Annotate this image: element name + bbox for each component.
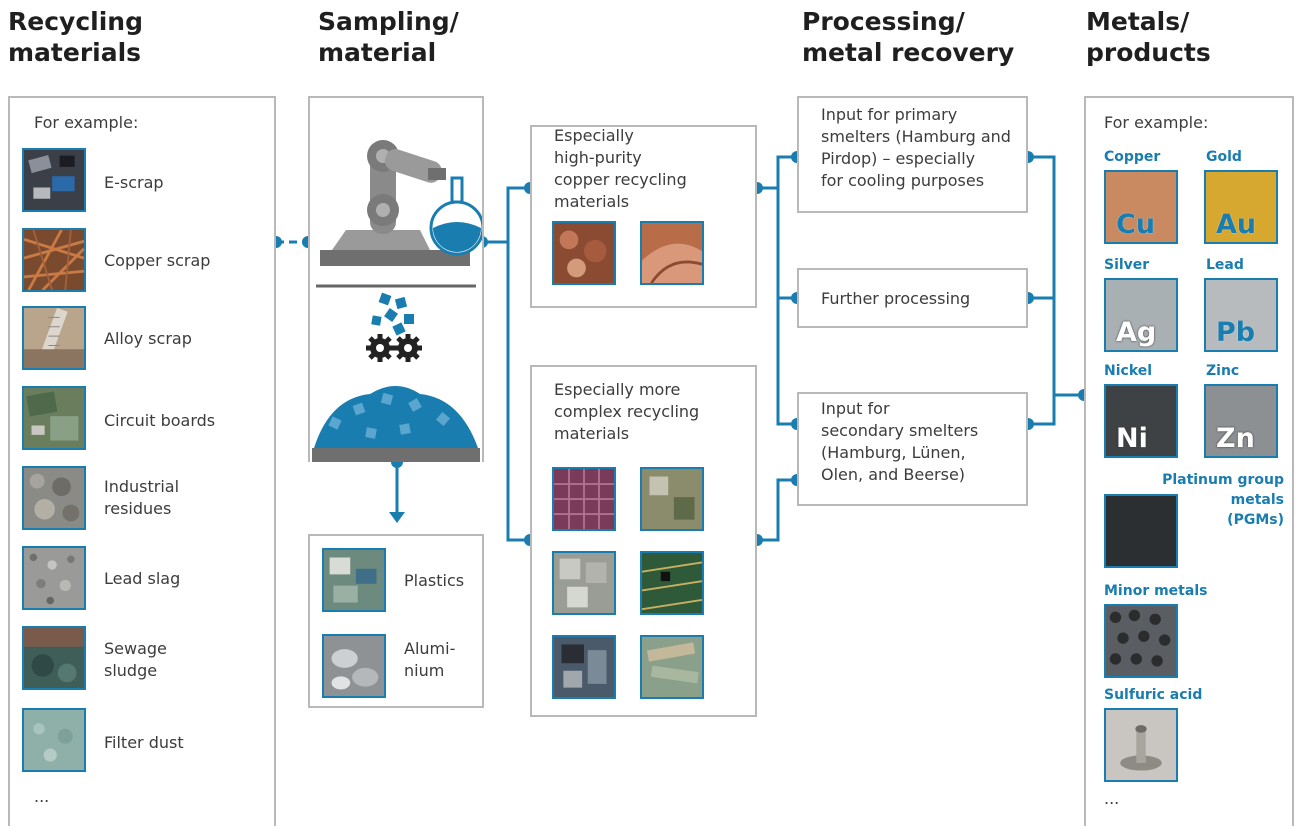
metal-minor-label: Minor metals (1104, 583, 1208, 599)
aluminium-image (322, 634, 386, 698)
header-metals: Metals/products (1086, 7, 1211, 67)
further-processing-label: Further processing (821, 289, 971, 308)
silver-symbol: Ag (1116, 317, 1157, 348)
circuit-boards-image (22, 386, 86, 450)
connector-split (506, 186, 530, 542)
connector-complex-secondary (757, 478, 797, 542)
metals-panel: For example: Copper Cu Gold Au Silver Ag… (1084, 96, 1294, 826)
recycling-item-sewage-sludge: Sewage sludge (104, 639, 167, 680)
complex-panel: Especially more complex recycling materi… (530, 365, 757, 717)
material-pile-icon (312, 386, 480, 462)
metal-gold-label: Gold (1206, 149, 1242, 165)
copper-material-image-2 (640, 221, 704, 285)
flask-icon (429, 176, 485, 256)
metals-more: ... (1104, 789, 1120, 808)
gold-symbol: Au (1216, 209, 1257, 240)
particles-icon (371, 292, 414, 336)
industrial-residues-image (22, 466, 86, 530)
recycling-item-e-scrap: E-scrap (104, 173, 164, 192)
sewage-sludge-image (22, 626, 86, 690)
metal-acid-label: Sulfuric acid (1104, 687, 1203, 703)
recycling-item-lead-slag: Lead slag (104, 569, 181, 588)
copper-scrap-image (22, 228, 86, 292)
complex-image-2 (640, 467, 704, 531)
secondary-smelters-box: Input for secondary smelters (Hamburg, L… (797, 392, 1028, 506)
recycling-more: ... (34, 787, 50, 806)
secondary-smelters-label: Input for secondary smelters (Hamburg, L… (821, 399, 979, 484)
filter-dust-image (22, 708, 86, 772)
high-purity-panel: Especially high-purity copper recycling … (530, 125, 757, 308)
copper-material-image-1 (552, 221, 616, 285)
alloy-scrap-image (22, 306, 86, 370)
connector-highpurity-branch (776, 155, 797, 300)
complex-image-6 (640, 635, 704, 699)
metal-copper-label: Copper (1104, 149, 1161, 165)
e-scrap-image (22, 148, 86, 212)
metal-lead-label: Lead (1206, 257, 1244, 273)
recycling-item-alloy-scrap: Alloy scrap (104, 329, 192, 348)
metals-intro: For example: (1104, 113, 1209, 132)
complex-image-3 (552, 551, 616, 615)
lead-image: Pb (1204, 278, 1278, 352)
metal-nickel-label: Nickel (1104, 363, 1153, 379)
complex-image-1 (552, 467, 616, 531)
metal-pgm-label: Platinum group metals (PGMs) (1162, 472, 1284, 528)
further-processing-box: Further processing (797, 268, 1028, 328)
byproduct-plastics: Plastics (404, 571, 465, 590)
complex-image-5 (552, 635, 616, 699)
nickel-symbol: Ni (1116, 423, 1148, 454)
sampling-illustration (312, 140, 485, 462)
recycling-intro: For example: (34, 113, 139, 132)
lead-slag-image (22, 546, 86, 610)
recycling-item-circuit-boards: Circuit boards (104, 411, 216, 430)
connector-processing-metals (1028, 155, 1056, 426)
arrow-down-icon (389, 512, 405, 523)
nickel-image: Ni (1104, 384, 1178, 458)
recycling-item-industrial-residues: Industrial residues (104, 477, 180, 518)
minor-metals-image (1104, 604, 1178, 678)
recycling-item-filter-dust: Filter dust (104, 733, 184, 752)
zinc-symbol: Zn (1216, 423, 1255, 454)
high-purity-label: Especially high-purity copper recycling … (554, 126, 687, 211)
header-sampling: Sampling/material (318, 7, 459, 67)
recycling-item-copper-scrap: Copper scrap (104, 251, 211, 270)
complex-label: Especially more complex recycling materi… (554, 380, 700, 443)
copper-image: Cu (1104, 170, 1178, 244)
sulfuric-acid-image (1104, 708, 1178, 782)
lead-symbol: Pb (1216, 317, 1256, 348)
header-processing: Processing/metal recovery (802, 7, 1015, 67)
sampling-panel (308, 96, 485, 462)
machine-base-icon (320, 250, 470, 266)
gears-icon (366, 334, 422, 362)
silver-image: Ag (1104, 278, 1178, 352)
recycling-materials-panel: For example: E-scrap Copper scrap Alloy … (8, 96, 276, 826)
copper-symbol: Cu (1116, 209, 1156, 240)
zinc-image: Zn (1204, 384, 1278, 458)
plastics-image (322, 548, 386, 612)
primary-smelters-label: Input for primary smelters (Hamburg and … (821, 105, 1011, 190)
pgm-image (1104, 494, 1178, 568)
primary-smelters-box: Input for primary smelters (Hamburg and … (797, 96, 1028, 213)
gold-image: Au (1204, 170, 1278, 244)
byproduct-aluminium: Alumi- nium (404, 639, 456, 680)
byproducts-panel: Plastics Alumi- nium (308, 534, 484, 708)
complex-image-4 (640, 551, 704, 615)
metal-silver-label: Silver (1104, 257, 1150, 273)
metal-zinc-label: Zinc (1206, 363, 1240, 379)
